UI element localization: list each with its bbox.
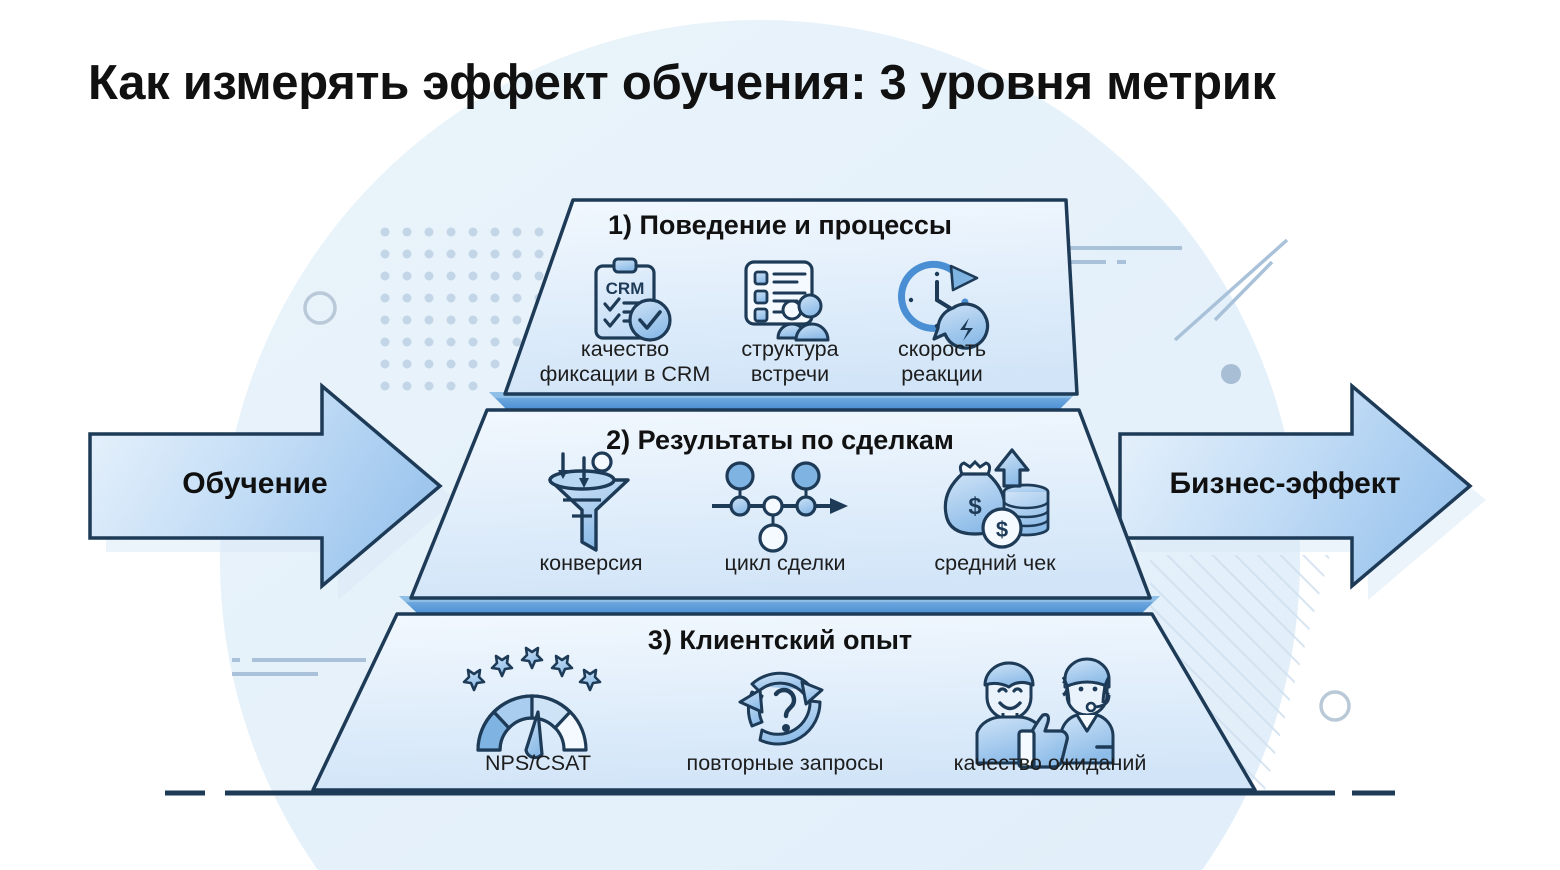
metric-label-conversion: конверсия [539, 551, 643, 575]
metric-label-average-check: средний чек [934, 551, 1056, 575]
decor-circle-outline-right [1319, 690, 1351, 722]
svg-text:CRM: CRM [606, 279, 645, 298]
money-bag-growth-icon: $ $ [943, 448, 1050, 549]
metric-label-repeat-requests: повторные запросы [686, 751, 884, 775]
tier-1-title: 1) Поведение и процессы [608, 210, 952, 240]
page-title: Как измерять эффект обучения: 3 уровня м… [88, 56, 1276, 110]
decor-dot-filled [1221, 364, 1241, 384]
clock-response-icon [898, 260, 990, 350]
left-arrow-shape [88, 382, 456, 600]
metric-label-expectation-quality: качество ожиданий [953, 751, 1147, 775]
metric-label-deal-cycle: цикл сделки [724, 551, 846, 575]
dot-grid-pattern [380, 227, 544, 391]
left-arrow-label: Обучение [182, 467, 328, 500]
repeat-question-icon [738, 671, 824, 746]
checklist-people-icon [744, 260, 830, 342]
gauge-stars-icon [462, 646, 602, 760]
svg-text:$: $ [968, 493, 982, 520]
funnel-icon [548, 451, 630, 552]
customer-agent-thumbsup-icon [975, 657, 1115, 769]
tier-2-title: 2) Результаты по сделкам [606, 425, 954, 455]
timeline-icon [712, 461, 848, 553]
metric-label-nps-csat: NPS/CSAT [485, 751, 591, 775]
metric-label-crm-quality: качество фиксации в CRM [539, 337, 711, 386]
decor-hrules-left [232, 658, 366, 676]
metric-label-meeting-structure: структура встречи [741, 337, 839, 386]
decor-diagonal-lines [1173, 238, 1289, 342]
metric-label-response-speed: скорость реакции [897, 337, 987, 386]
right-arrow-shape [1118, 382, 1486, 600]
decor-circle-outline-left [303, 291, 337, 325]
right-arrow-label: Бизнес-эффект [1169, 467, 1401, 500]
svg-text:$: $ [996, 517, 1008, 542]
tier-3-title: 3) Клиентский опыт [647, 625, 913, 655]
crm-clipboard-check-icon: CRM [594, 257, 672, 342]
